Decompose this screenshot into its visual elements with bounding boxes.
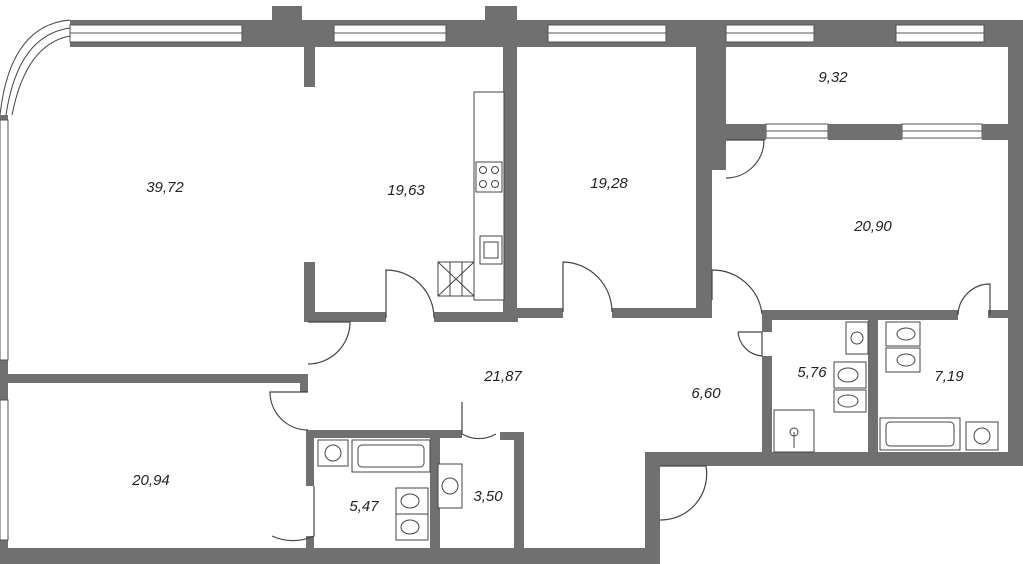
bay-window bbox=[0, 19, 71, 116]
area-label-bedroom-1: 19,28 bbox=[590, 175, 628, 192]
area-label-bathroom-1: 5,76 bbox=[797, 364, 827, 381]
area-label-kitchen: 19,63 bbox=[387, 182, 425, 199]
exterior-walls bbox=[0, 6, 1023, 564]
area-label-balcony: 9,32 bbox=[818, 69, 848, 86]
area-label-living-room: 39,72 bbox=[146, 179, 184, 196]
area-label-bathroom-3: 5,47 bbox=[349, 498, 379, 515]
bathroom-3-fixtures bbox=[317, 439, 431, 541]
doors bbox=[269, 139, 991, 542]
stove-icon bbox=[475, 161, 503, 193]
area-label-bathroom-2: 7,19 bbox=[934, 368, 964, 385]
area-label-hall: 21,87 bbox=[483, 368, 522, 385]
room-labels: 39,72 19,63 19,28 9,32 20,90 21,87 6,60 … bbox=[131, 69, 964, 515]
bathroom-1-fixtures bbox=[773, 321, 869, 453]
wc-fixtures bbox=[437, 463, 463, 509]
area-label-wc: 3,50 bbox=[473, 488, 503, 505]
bathroom-2-fixtures bbox=[879, 321, 999, 451]
area-label-bedroom-3: 20,94 bbox=[131, 472, 170, 489]
interior-walls bbox=[0, 45, 1008, 552]
windows bbox=[0, 24, 985, 541]
area-label-bedroom-2: 20,90 bbox=[853, 218, 892, 235]
area-label-corridor: 6,60 bbox=[691, 385, 721, 402]
kitchen-counter bbox=[437, 91, 505, 301]
